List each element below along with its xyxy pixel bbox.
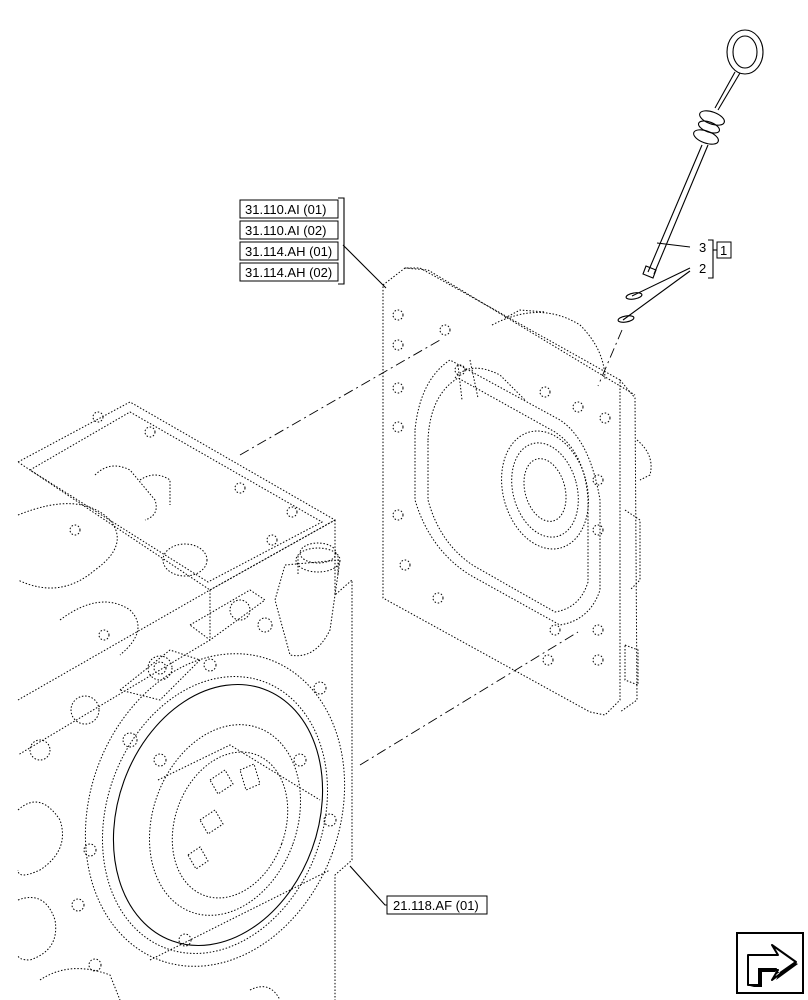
- ref-31-110-ai-02[interactable]: 31.110.AI (02): [239, 220, 339, 240]
- group-number-box: [716, 241, 732, 259]
- leader-lines: [342, 242, 691, 906]
- o-rings: [617, 292, 643, 323]
- ref-31-110-ai-01[interactable]: 31.110.AI (01): [239, 199, 339, 219]
- svg-text:31.114.AH (02): 31.114.AH (02): [245, 265, 332, 280]
- previous-view-arrow-icon[interactable]: [736, 932, 804, 994]
- ref-21-118-af-01[interactable]: 21.118.AF (01): [386, 895, 488, 915]
- dipstick: [642, 29, 764, 279]
- callout-item-3: 3: [699, 240, 706, 255]
- svg-text:31.114.AH (01): 31.114.AH (01): [245, 244, 332, 259]
- callout-group-1: 1: [720, 243, 727, 258]
- reference-group-top: 31.110.AI (01) 31.110.AI (02) 31.114.AH …: [239, 197, 345, 285]
- item-callouts: 3 2 1: [699, 239, 732, 279]
- ref-31-114-ah-02[interactable]: 31.114.AH (02): [239, 262, 339, 282]
- ref-31-114-ah-01[interactable]: 31.114.AH (01): [239, 241, 339, 261]
- svg-text:31.110.AI (02): 31.110.AI (02): [245, 223, 326, 238]
- svg-text:31.110.AI (01): 31.110.AI (01): [245, 202, 326, 217]
- assembly-center-lines: [239, 329, 623, 766]
- svg-text:21.118.AF (01): 21.118.AF (01): [393, 898, 479, 913]
- callout-item-2: 2: [699, 261, 706, 276]
- transmission-housing: [17, 401, 353, 1000]
- adapter-housing: [382, 267, 652, 716]
